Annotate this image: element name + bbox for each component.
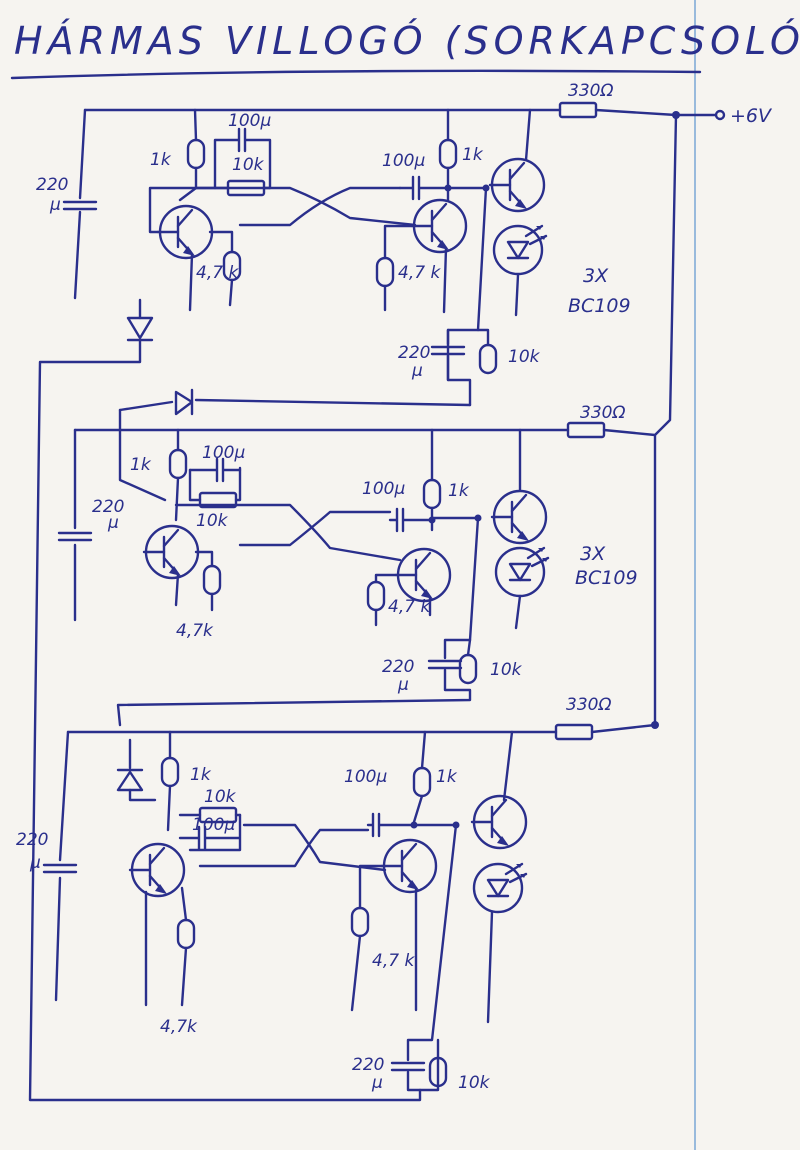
emitter-resistor-1r-value: 4,7 k <box>398 263 441 283</box>
emitter-resistor-2r-value: 4,7 k <box>388 597 431 617</box>
emitter-resistor-3r-value: 4,7 k <box>372 951 415 971</box>
transistor-note-1-line2: BC109 <box>568 295 631 317</box>
emitter-resistor-2l-value: 4,7k <box>176 621 214 641</box>
base-resistor-3l-label: 10k <box>204 787 237 807</box>
base-resistor-1l-label: 10k <box>232 155 265 175</box>
supply-cap-1-unit: µ <box>49 195 61 215</box>
cross-cap-2r-label: 100µ <box>362 479 405 499</box>
transistor-note-2-line1: 3X <box>580 543 606 565</box>
collector-resistor-3r-label: 1k <box>436 767 458 787</box>
transistor-note-2-line2: BC109 <box>575 567 638 589</box>
collector-resistor-1l-label: 1k <box>150 150 172 170</box>
supply-cap-2-unit: µ <box>107 513 119 533</box>
stage-3: 330Ω 220 µ 1k 10k 100µ 4,7k <box>16 695 657 1093</box>
timing-resistor-1-label: 10k <box>508 347 541 367</box>
led-resistor-1-label: 330Ω <box>568 81 613 101</box>
cross-cap-3l-label: 100µ <box>192 815 235 835</box>
timing-cap-1-unit: µ <box>411 361 423 381</box>
supply-cap-3-value: 220 <box>16 830 48 850</box>
collector-resistor-2l-label: 1k <box>130 455 152 475</box>
timing-cap-3-value: 220 <box>352 1055 384 1075</box>
timing-cap-3-unit: µ <box>371 1073 383 1093</box>
supply-voltage-label: +6V <box>730 105 773 127</box>
supply-cap-2-value: 220 <box>92 497 124 517</box>
timing-cap-2-value: 220 <box>382 657 414 677</box>
notebook-margin-line <box>694 0 696 1150</box>
supply-cap-3-unit: µ <box>29 853 41 873</box>
emitter-resistor-1l-value: 4,7 k <box>196 263 239 283</box>
cross-cap-1l-label: 100µ <box>228 111 271 131</box>
cross-cap-2l-label: 100µ <box>202 443 245 463</box>
collector-resistor-2r-label: 1k <box>448 481 470 501</box>
base-resistor-2l-label: 10k <box>196 511 229 531</box>
cross-cap-3r-label: 100µ <box>344 767 387 787</box>
title-underline <box>10 69 702 80</box>
diode-1 <box>28 298 422 1102</box>
timing-cap-2-unit: µ <box>397 675 409 695</box>
transistor-note-1-line1: 3X <box>583 265 609 287</box>
timing-resistor-2-label: 10k <box>490 660 523 680</box>
stage-2: 330Ω 220 µ 1k 100µ 10k 4,7k <box>57 388 657 727</box>
supply-cap-1-value: 220 <box>36 175 68 195</box>
cross-cap-1r-label: 100µ <box>382 151 425 171</box>
diagram-title: HÁRMAS VILLOGÓ (SORKAPCSOLÓ) <box>14 19 800 63</box>
stage-1: 330Ω 220 µ 1k 100µ 10k 4,7 k <box>36 81 678 407</box>
collector-resistor-1r-label: 1k <box>462 145 484 165</box>
led-resistor-3-label: 330Ω <box>566 695 611 715</box>
emitter-resistor-3l-value: 4,7k <box>160 1017 198 1037</box>
timing-cap-1-value: 220 <box>398 343 430 363</box>
timing-resistor-3-label: 10k <box>458 1073 491 1093</box>
led-resistor-2-label: 330Ω <box>580 403 625 423</box>
collector-resistor-3l-label: 1k <box>190 765 212 785</box>
supply-rail: +6V <box>651 105 773 729</box>
